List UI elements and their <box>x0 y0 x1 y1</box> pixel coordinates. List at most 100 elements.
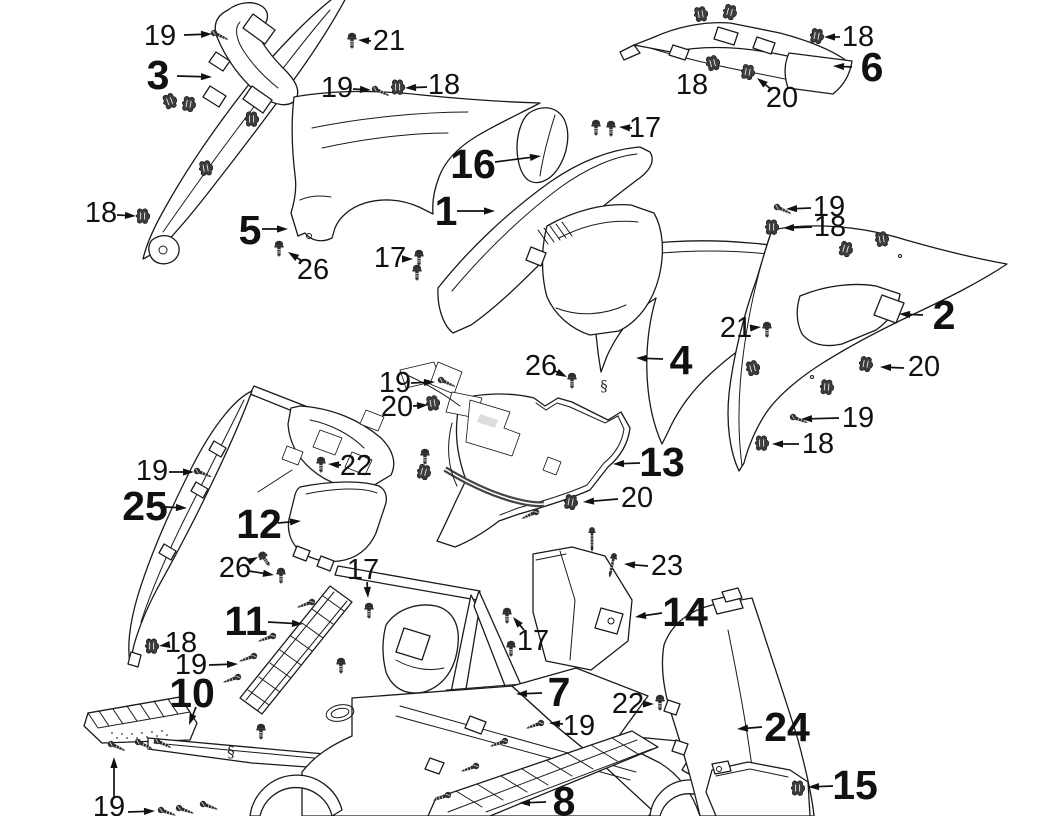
callout-label-19: 19 <box>563 710 595 742</box>
longscrew-icon <box>587 526 597 553</box>
clip-icon <box>244 111 260 127</box>
callout-label-18: 18 <box>814 211 846 243</box>
screw-icon <box>174 803 196 816</box>
leader-line <box>620 462 641 465</box>
callout-label-20: 20 <box>908 351 940 383</box>
arrowhead <box>288 252 300 261</box>
arrowhead <box>786 204 798 213</box>
callout-label-3: 3 <box>147 52 170 98</box>
callout-label-18: 18 <box>676 69 708 101</box>
part-8-tread-strip <box>427 730 659 816</box>
arrowhead <box>643 700 654 708</box>
screw-icon <box>156 805 178 816</box>
callout-label-12: 12 <box>236 501 282 547</box>
part-5-side-panel <box>290 90 541 242</box>
arrowhead <box>124 211 136 220</box>
section-squiggle-mark: § <box>227 743 235 761</box>
arrowhead <box>516 689 528 698</box>
callout-label-17: 17 <box>347 554 379 586</box>
arrowhead <box>899 310 911 319</box>
leader-line <box>642 612 663 617</box>
callout-label-5: 5 <box>239 207 262 253</box>
part-16-cover <box>516 107 569 184</box>
callout-label-17: 17 <box>374 242 406 274</box>
bolt-icon <box>654 694 666 712</box>
screw-icon <box>237 651 259 665</box>
arrowhead <box>416 402 428 410</box>
part-11-tread-strip <box>239 585 353 715</box>
arrowhead <box>183 468 194 476</box>
bolt-icon <box>363 602 375 620</box>
bolt-icon <box>590 119 602 137</box>
clip-icon <box>390 79 406 95</box>
leader-line <box>808 417 840 420</box>
callout-label-4: 4 <box>670 337 693 383</box>
callout-label-21: 21 <box>373 25 405 57</box>
leader-line <box>183 33 205 36</box>
callout-label-2: 2 <box>933 292 956 338</box>
leader-line <box>208 663 231 666</box>
bolt-icon <box>346 32 358 50</box>
callout-label-19: 19 <box>144 20 176 52</box>
arrowhead <box>808 782 820 791</box>
arrowhead <box>175 503 187 512</box>
arrowhead <box>402 255 413 263</box>
part-24-side-lower-panel <box>661 587 815 816</box>
arrowhead <box>783 224 795 232</box>
callout-label-14: 14 <box>662 589 708 635</box>
clip-icon <box>739 63 757 81</box>
leader-line <box>526 801 547 804</box>
arrowhead <box>328 461 340 469</box>
callout-label-13: 13 <box>639 439 685 485</box>
screw-icon <box>221 672 243 686</box>
arrowhead <box>529 153 541 161</box>
part-6-bracket <box>619 21 853 95</box>
clip-icon <box>857 355 875 373</box>
callout-label-8: 8 <box>553 778 576 816</box>
arrowhead <box>200 30 212 38</box>
clip-icon <box>424 394 442 413</box>
arrowhead <box>159 640 171 649</box>
part-2-rear-panel <box>727 225 1008 472</box>
arrowhead <box>519 798 531 807</box>
callout-label-18: 18 <box>428 69 460 101</box>
arrowhead <box>635 611 647 619</box>
callout-label-19: 19 <box>93 791 125 816</box>
part-10-tread-end <box>83 696 198 744</box>
clip-icon <box>180 95 198 113</box>
callout-label-21: 21 <box>720 312 752 344</box>
part-13-inner-shield <box>399 361 631 548</box>
leader-line <box>127 810 148 813</box>
bolt-icon <box>501 607 513 625</box>
callout-label-18: 18 <box>802 428 834 460</box>
callout-label-19: 19 <box>175 649 207 681</box>
arrowhead <box>824 33 835 41</box>
arrowhead <box>226 660 238 668</box>
arrowhead <box>624 561 636 569</box>
leader-line <box>590 498 619 503</box>
callout-label-11: 11 <box>224 598 267 644</box>
section-marks-layer: §§ <box>227 377 608 761</box>
arrowhead <box>363 586 371 598</box>
arrowhead <box>801 415 813 423</box>
clip-icon <box>144 638 160 654</box>
callout-label-18: 18 <box>165 627 197 659</box>
leader-line <box>267 621 296 625</box>
part-15-bottom-panel <box>705 760 811 816</box>
arrowhead <box>833 62 845 71</box>
arrowhead <box>358 37 370 45</box>
arrowhead <box>757 78 768 88</box>
clip-icon <box>754 435 770 451</box>
arrowhead <box>549 720 561 728</box>
part-14-flap <box>532 546 633 671</box>
leader-line <box>790 226 813 229</box>
bolt-icon <box>255 549 274 569</box>
bolt-icon <box>419 448 431 466</box>
part-1-underseat-frame <box>437 146 664 336</box>
clip-icon <box>720 2 739 22</box>
callout-label-24: 24 <box>764 704 810 750</box>
callout-label-10: 10 <box>169 670 215 716</box>
arrowhead <box>619 124 631 132</box>
clip-icon <box>819 378 835 396</box>
